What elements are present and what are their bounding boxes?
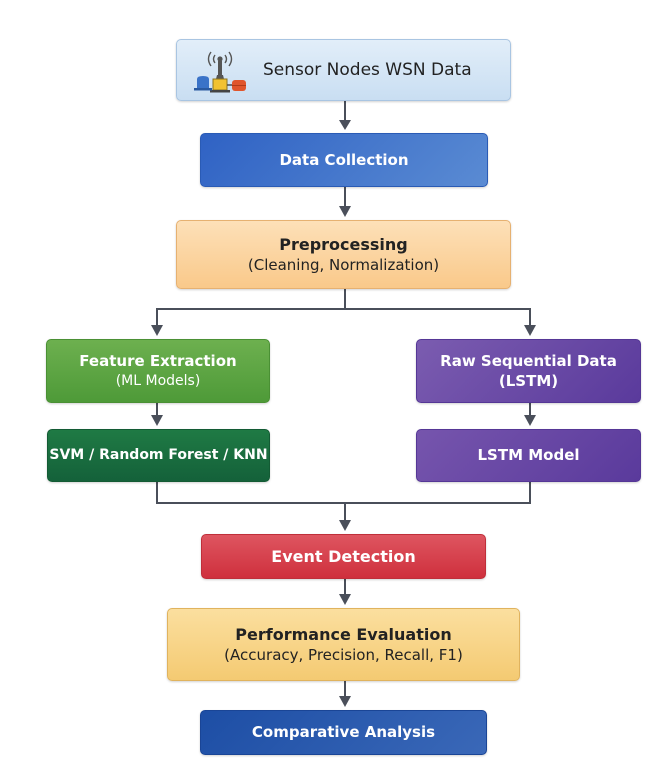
node-prep-title: Preprocessing xyxy=(279,234,408,254)
node-raw-subtitle: (LSTM) xyxy=(498,372,559,390)
edge-prep-feat-head xyxy=(151,325,163,336)
edge-perf-comp-head xyxy=(339,696,351,707)
edge-feat-svm-head xyxy=(151,415,163,426)
node-collect-title: Data Collection xyxy=(279,150,409,169)
node-event-detection: Event Detection xyxy=(201,534,486,579)
edge-prep-raw-head xyxy=(524,325,536,336)
node-feature-extraction: Feature Extraction (ML Models) xyxy=(46,339,270,403)
node-sensor-nodes-wsn-data: Sensor Nodes WSN Data xyxy=(176,39,511,101)
node-lstm-model: LSTM Model xyxy=(416,429,641,482)
edge-event-perf-head xyxy=(339,594,351,605)
node-event-title: Event Detection xyxy=(271,546,416,566)
node-preprocessing: Preprocessing (Cleaning, Normalization) xyxy=(176,220,511,289)
edge-merge-event-head xyxy=(339,520,351,531)
node-comp-title: Comparative Analysis xyxy=(251,723,436,742)
node-perf-title: Performance Evaluation xyxy=(235,624,452,644)
edge-collect-prep-head xyxy=(339,206,351,217)
node-lstm-title: LSTM Model xyxy=(477,446,580,465)
edge-prep-raw xyxy=(345,308,531,326)
node-comparative-analysis: Comparative Analysis xyxy=(200,710,487,755)
node-svm-rf-knn: SVM / Random Forest / KNN xyxy=(47,429,270,482)
node-data-collection: Data Collection xyxy=(200,133,488,187)
edge-raw-lstm-head xyxy=(524,415,536,426)
edge-prep-feat xyxy=(156,308,345,326)
node-feat-subtitle: (ML Models) xyxy=(115,372,201,389)
node-feat-title: Feature Extraction xyxy=(79,352,237,371)
node-raw-sequential-data: Raw Sequential Data (LSTM) xyxy=(416,339,641,403)
edge-sensor-collect-head xyxy=(339,120,351,130)
node-prep-subtitle: (Cleaning, Normalization) xyxy=(247,256,440,275)
edge-svm-merge xyxy=(156,482,345,504)
node-sensor-title: Sensor Nodes WSN Data xyxy=(263,59,472,80)
node-raw-title: Raw Sequential Data xyxy=(440,351,617,370)
node-svm-title: SVM / Random Forest / KNN xyxy=(49,447,268,464)
edge-lstm-merge xyxy=(345,482,531,504)
wireless-sensor-network-icon xyxy=(194,51,246,93)
node-performance-evaluation: Performance Evaluation (Accuracy, Precis… xyxy=(167,608,520,681)
node-perf-subtitle: (Accuracy, Precision, Recall, F1) xyxy=(224,646,463,665)
